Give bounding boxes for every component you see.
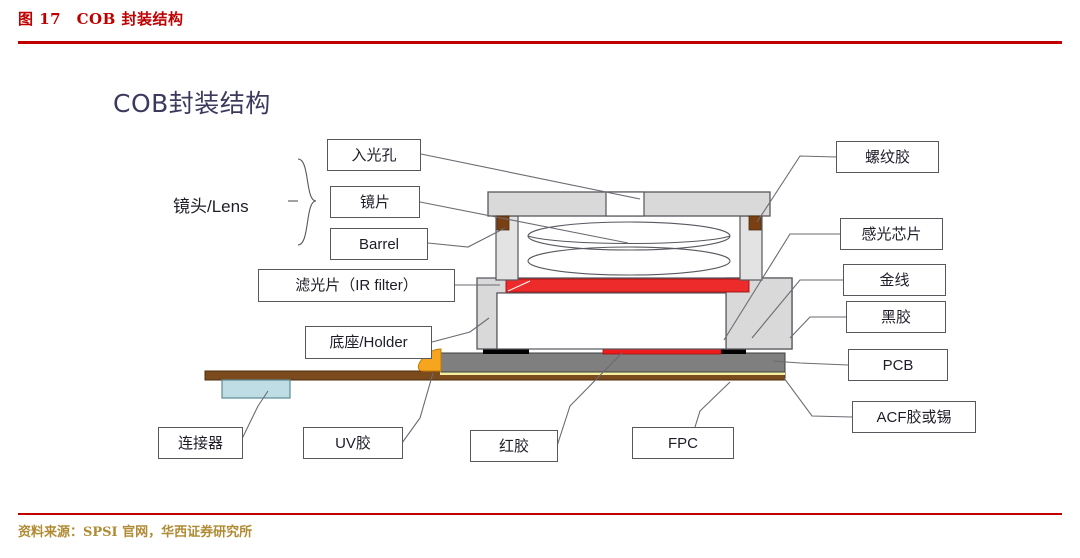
label-barrel[interactable]: Barrel [330,228,428,260]
leader-uv-glue [401,372,434,444]
uv-glue-blob [417,348,442,372]
leader-red-glue [556,352,623,447]
leader-lens-element [419,201,629,244]
leader-lines [239,153,853,447]
header-divider-rule [18,41,1062,44]
connector-block [221,379,291,399]
label-connector[interactable]: 连接器 [158,427,243,459]
ir-filter-band [505,278,750,293]
diagram-canvas: COB封装结构 [0,46,1080,513]
leader-gold-wire [751,279,843,339]
leader-acf [783,377,853,418]
source-note: 资料来源：SPSI 官网，华西证券研究所 [18,525,253,540]
label-holder[interactable]: 底座/Holder [305,326,432,359]
label-lens-element[interactable]: 镜片 [330,186,420,218]
leader-thread-glue [756,155,837,223]
leader-holder [431,317,490,343]
barrel-walls [495,215,763,281]
label-aperture[interactable]: 入光孔 [327,139,421,171]
label-red-glue[interactable]: 红胶 [470,430,558,462]
label-fpc[interactable]: FPC [632,427,734,459]
label-thread-glue[interactable]: 螺纹胶 [836,141,939,173]
lens-group-brace [297,158,317,246]
footer-divider-rule [18,513,1062,515]
label-uv-glue[interactable]: UV胶 [303,427,403,459]
figure-header: 图 17 COB 封装结构 [0,0,1080,46]
camera-module-cross-section [204,191,793,399]
leader-connector [239,390,269,444]
label-ir-filter[interactable]: 滤光片（IR filter） [258,269,455,302]
diagram-title: COB封装结构 [113,89,271,118]
lens-elements [527,221,731,276]
barrel-top-cap [487,191,771,217]
leader-black-glue [789,316,846,339]
label-black-glue[interactable]: 黑胶 [846,301,946,333]
leader-barrel [427,227,506,248]
figure-caption: 图 17 COB 封装结构 [18,10,184,28]
leader-pcb [772,360,849,366]
label-pcb[interactable]: PCB [848,349,948,381]
leader-image-sensor [723,233,840,341]
lens-group-label: 镜头/Lens [173,197,249,216]
holder-cavity [496,292,727,350]
label-image-sensor[interactable]: 感光芯片 [840,218,943,250]
label-gold-wire[interactable]: 金线 [843,264,946,296]
label-acf-or-solder[interactable]: ACF胶或锡 [852,401,976,433]
leader-aperture [420,153,641,200]
